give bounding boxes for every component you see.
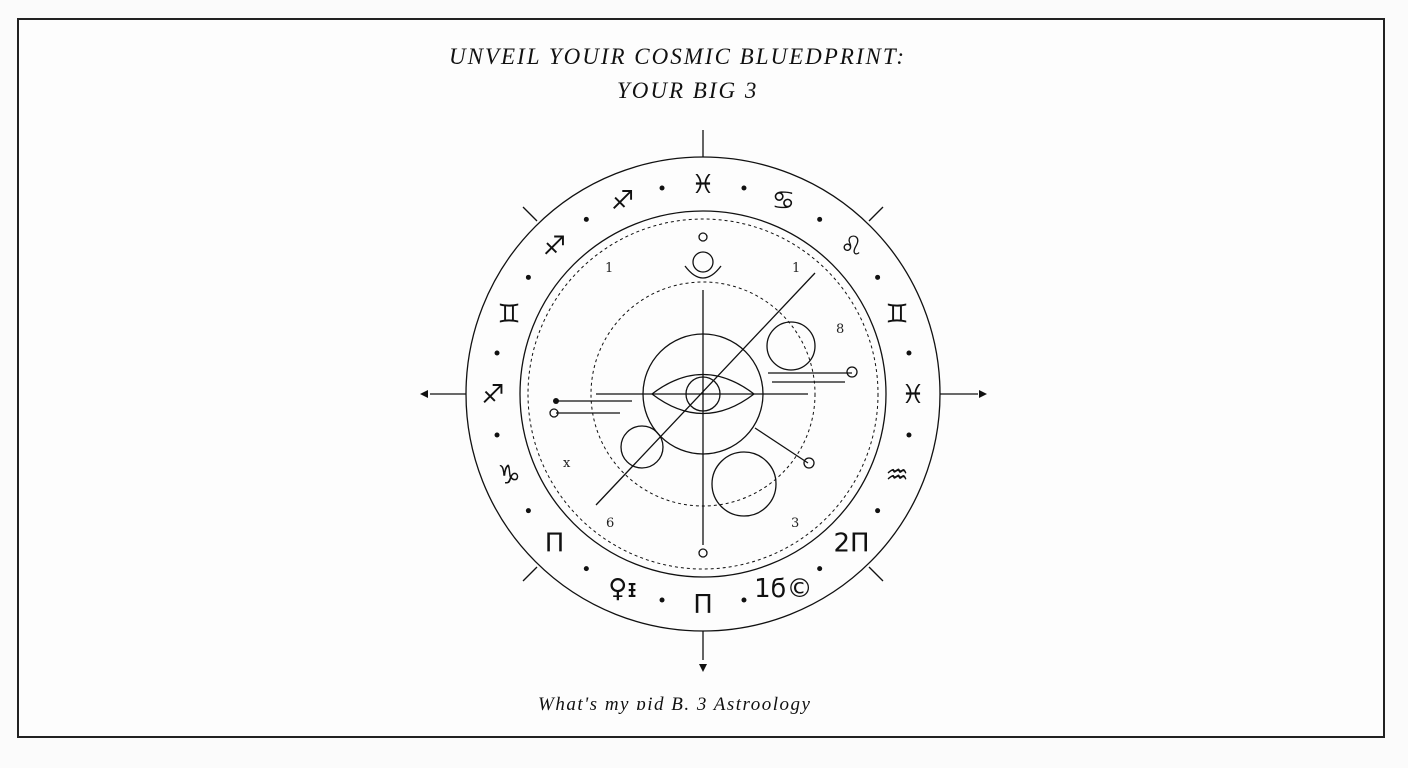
zodiac-glyph: 1ϭ© <box>754 574 812 604</box>
zodiac-glyph: ♓ <box>691 170 714 200</box>
ring-dot <box>525 508 531 514</box>
inner-mark: 8 <box>836 322 844 337</box>
arrow-right-icon <box>979 390 987 398</box>
zodiac-glyph: Π <box>545 528 565 558</box>
ring-dot <box>583 216 589 222</box>
title-line-1: UNVEIL YOUIR COSMIC BLUEDPRINT: <box>449 44 907 69</box>
zodiac-glyph: ♀ᵻ <box>608 574 637 604</box>
zodiac-glyph: ♐ <box>543 232 566 262</box>
inner-mark: 1 <box>792 261 800 276</box>
poster-frame <box>17 18 1385 738</box>
zodiac-glyph: ♑ <box>497 460 520 490</box>
inner-ring <box>519 210 887 578</box>
ring-dot <box>494 350 500 356</box>
zodiac-glyph: ♓ <box>901 380 924 410</box>
zodiac-glyph: ♒ <box>885 460 908 490</box>
zodiac-glyph: ♌ <box>840 232 863 262</box>
ring-dot <box>906 350 912 356</box>
title-line-2: YOUR BIG 3 <box>617 78 759 103</box>
zodiac-glyph: ♐ <box>611 186 634 216</box>
ring-dot <box>817 566 823 572</box>
ring-dot <box>906 432 912 438</box>
inner-mark: 3 <box>791 516 799 531</box>
zodiac-glyph: ♊ <box>885 300 908 330</box>
arrow-down-icon <box>699 664 707 672</box>
dashed-ring <box>527 218 879 570</box>
zodiac-glyph: Π <box>693 590 713 620</box>
ring-dot <box>875 274 881 280</box>
inner-mark: 1 <box>605 261 613 276</box>
caption: What's my ɒid B. 3 Astroology <box>538 694 812 715</box>
ring-dot <box>875 508 881 514</box>
ring-dot <box>494 432 500 438</box>
ring-dot <box>583 566 589 572</box>
inner-mark: 6 <box>606 516 614 531</box>
ring-dot <box>741 185 747 191</box>
arrow-left-icon <box>420 390 428 398</box>
ring-dot <box>659 597 665 603</box>
zodiac-glyph: ♋ <box>772 186 795 216</box>
zodiac-glyph: ♊ <box>497 300 520 330</box>
ring-dot <box>817 216 823 222</box>
inner-mark: x <box>563 456 571 471</box>
ring-dot <box>659 185 665 191</box>
zodiac-glyph: ♐ <box>481 380 504 410</box>
ring-dot <box>741 597 747 603</box>
zodiac-glyph: 2Π <box>833 528 869 558</box>
ring-dot <box>525 274 531 280</box>
